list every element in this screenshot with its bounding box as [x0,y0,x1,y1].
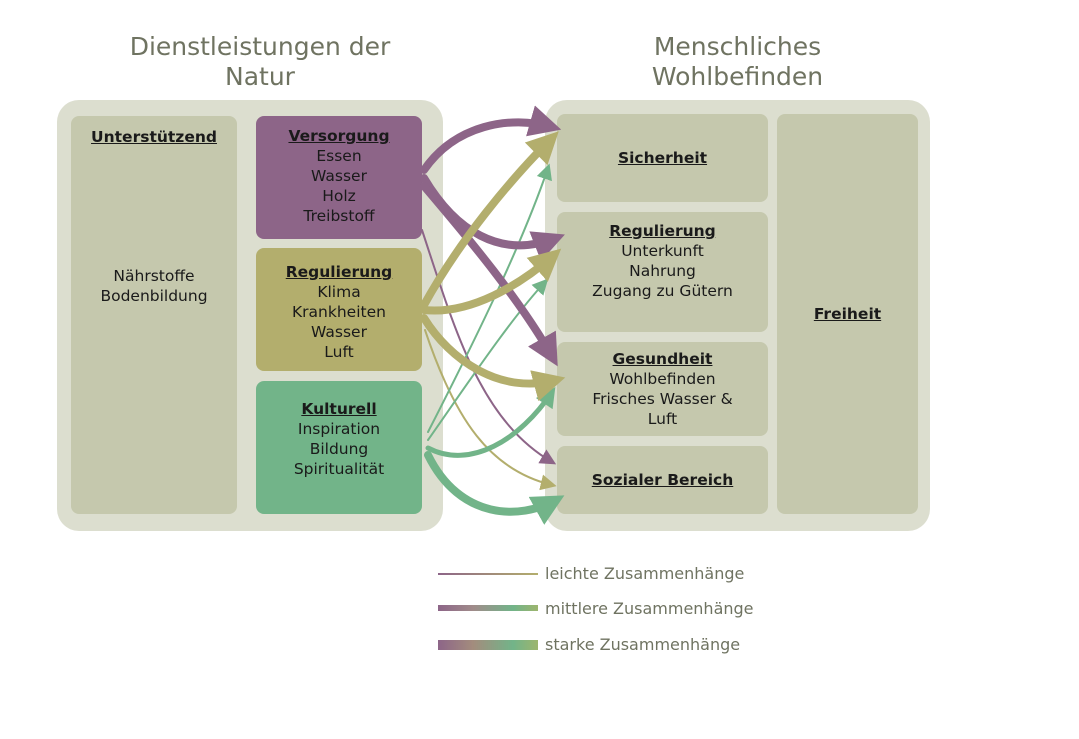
regulation-item: Unterkunft [621,242,704,260]
social-box: Sozialer Bereich [557,446,768,514]
regulating-heading: Regulierung [285,263,393,281]
link-cultural-health [425,387,556,458]
link-regulating-security [420,131,559,309]
supporting-services-box: Unterstützend Nährstoffe Bodenbildung [71,116,237,514]
regulation-item: Nahrung [629,262,696,280]
health-heading: Gesundheit [612,350,713,368]
link-cultural-social [424,451,565,525]
link-cultural-regulation [427,278,549,441]
cultural-heading: Kulturell [301,400,377,418]
freedom-box: Freiheit [777,114,918,514]
supporting-item: Nährstoffe [113,267,195,285]
health-item: Wohlbefinden [609,370,716,388]
social-heading: Sozialer Bereich [591,471,734,489]
regulating-services-box: Regulierung Klima Krankheiten Wasser Luf… [256,248,422,371]
wellbeing-title: Menschliches Wohlbefinden [651,32,824,91]
link-regulating-social [424,329,557,491]
provisioning-item: Wasser [311,167,367,185]
link-provisioning-security [420,105,562,174]
security-heading: Sicherheit [617,149,708,167]
provisioning-item: Treibstoff [303,207,375,225]
link-provisioning-health [420,182,558,367]
regulating-item: Krankheiten [292,303,386,321]
link-cultural-security [427,163,552,433]
regulation-item: Zugang zu Gütern [592,282,733,300]
regulation-heading: Regulierung [609,222,716,240]
legend-light-swatch [438,573,538,575]
link-regulating-regulation [420,248,562,315]
regulating-item: Luft [324,343,354,361]
regulation-needs-box: Regulierung Unterkunft Nahrung Zugang zu… [557,212,768,332]
provisioning-item: Holz [322,187,356,205]
cultural-item: Bildung [309,440,369,458]
link-provisioning-regulation [420,174,565,262]
legend-strong-swatch [438,640,538,650]
legend-light-label: leichte Zusammenhänge [545,564,745,583]
health-box: Gesundheit Wohlbefinden Frisches Wasser … [557,342,768,436]
services-title: Dienstleistungen der Natur [129,32,391,91]
freedom-heading: Freiheit [813,305,882,323]
provisioning-services-box: Versorgung Essen Wasser Holz Treibstoff [256,116,422,239]
legend-medium-label: mittlere Zusammenhänge [545,599,754,618]
provisioning-item: Essen [316,147,362,165]
legend-strong-label: starke Zusammenhänge [545,635,741,654]
cultural-item: Spiritualität [293,460,385,478]
security-box: Sicherheit [557,114,768,202]
link-regulating-health [420,314,566,402]
cultural-services-box: Kulturell Inspiration Bildung Spirituali… [256,381,422,514]
cultural-item: Inspiration [297,420,381,438]
health-item: Frisches Wasser & [592,390,733,408]
provisioning-heading: Versorgung [288,127,390,145]
regulating-item: Wasser [311,323,367,341]
health-item: Luft [647,410,678,428]
legend-medium-swatch [438,605,538,611]
supporting-heading: Unterstützend [91,128,217,146]
regulating-item: Klima [317,283,361,301]
supporting-item: Bodenbildung [100,287,208,305]
